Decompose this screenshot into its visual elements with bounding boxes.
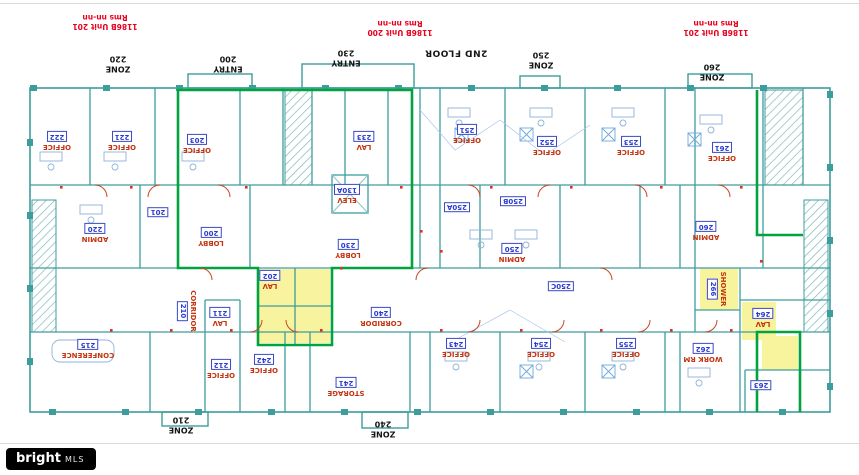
brightmls-mls-text: MLS — [64, 455, 85, 464]
room-tag-201: 201 — [147, 206, 169, 218]
brightmls-watermark: bright MLS — [6, 448, 97, 470]
brightmls-logo-text: bright — [16, 451, 61, 466]
device-dots — [60, 186, 763, 332]
wiring-lines — [419, 109, 591, 343]
unit-label-200: 1186B Unit 200 Rms nn-nn — [367, 19, 433, 37]
interior-walls — [30, 88, 830, 412]
zone-outlines — [176, 88, 803, 412]
stairwells — [31, 89, 829, 333]
room-tag-250a: 250A — [443, 201, 471, 213]
fixture-symbols — [454, 127, 702, 379]
room-tag-250c: 250C — [548, 280, 574, 292]
unit-label-201-right: 1186B Unit 201 Rms nn-nn — [683, 19, 749, 37]
scan-edge-line — [0, 3, 859, 4]
unit-label-201-left: 1186B Unit 201 Rms nn-nn — [72, 13, 138, 31]
scan-edge-line — [0, 443, 859, 444]
door-swings — [94, 184, 731, 333]
floor-title: 2ND FLOOR — [424, 47, 488, 58]
room-tag-250b: 250B — [500, 195, 526, 207]
room-tag-263: 263 — [750, 379, 772, 391]
